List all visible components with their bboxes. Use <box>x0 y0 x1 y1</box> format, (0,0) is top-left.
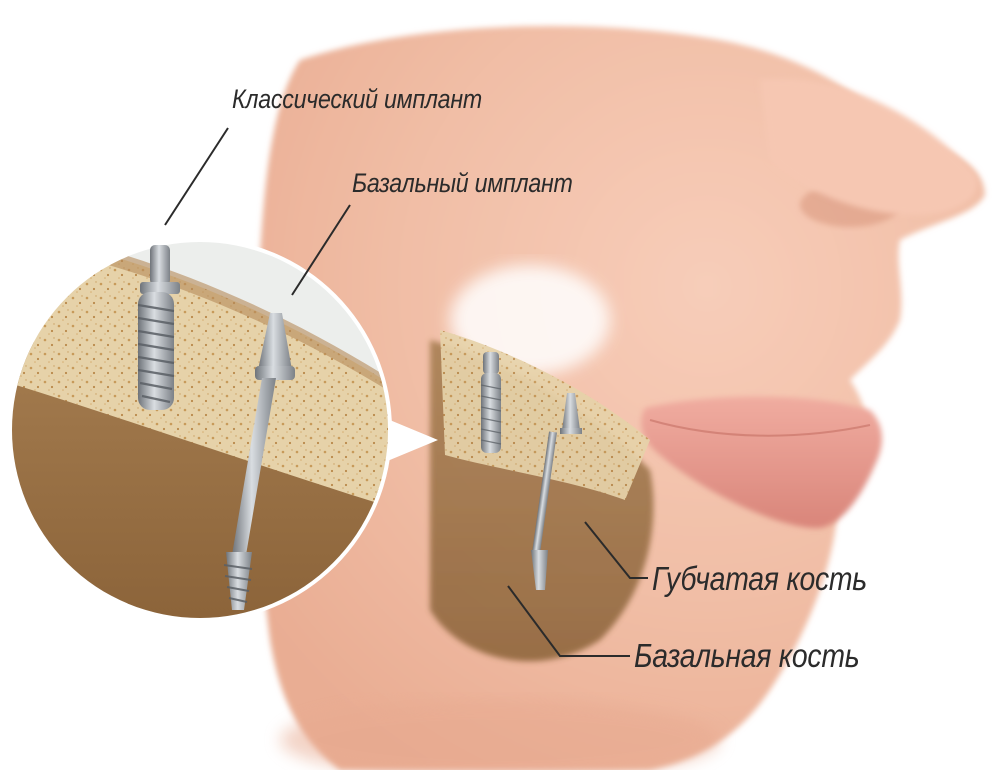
label-classic-implant: Классический имплант <box>232 84 482 115</box>
label-basal-implant: Базальный имплант <box>352 168 573 199</box>
label-basal-bone: Базальная кость <box>634 637 859 675</box>
small-classic-implant <box>481 352 501 453</box>
classic-implant-leader <box>165 128 228 225</box>
label-cancellous-bone: Губчатая кость <box>652 560 867 598</box>
